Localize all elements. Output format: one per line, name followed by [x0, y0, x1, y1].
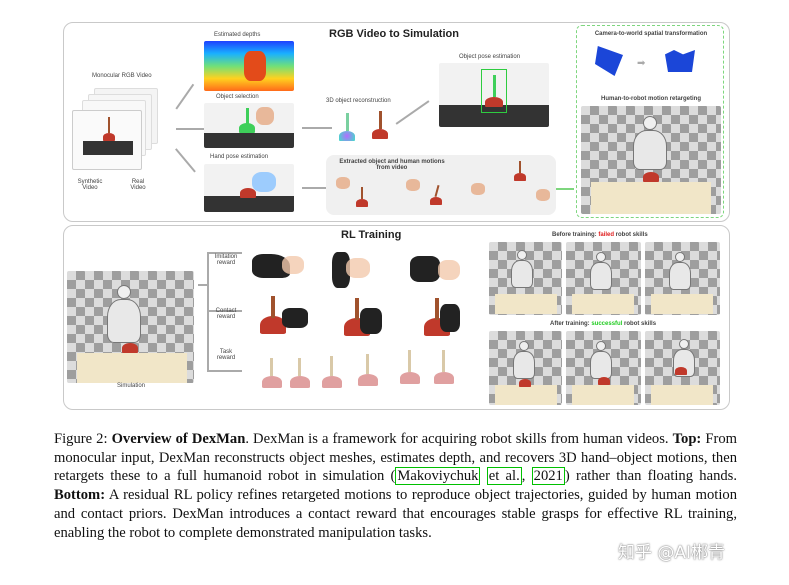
citation-link-year[interactable]: 2021 [531, 467, 565, 486]
simulation-image [67, 271, 194, 383]
caption-text-5: A residual RL policy refines retargeted … [54, 487, 737, 541]
figure-caption: Figure 2: Overview of DexMan. DexMan is … [54, 430, 737, 542]
watermark: 知乎 @AI郴青 [618, 543, 726, 563]
caption-figure-label: Figure 2: [54, 431, 112, 447]
monocular-video-label: Monocular RGB Video [92, 73, 152, 79]
extracted-motions-label: Extracted object and human motions from … [339, 159, 445, 171]
synthetic-video-label: Synthetic Video [77, 179, 103, 191]
object-pose-label: Object pose estimation [459, 54, 521, 60]
top-panel: RGB Video to Simulation Monocular RGB Vi… [63, 22, 730, 222]
caption-top-label: Top: [672, 431, 702, 447]
retargeting-label: Human-to-robot motion retargeting [601, 96, 701, 102]
hand-pose-image [204, 164, 294, 212]
before-training-image-3 [645, 242, 720, 315]
caption-text-4: ) rather than floating hands. [564, 468, 737, 485]
contact-reward-label: Contact reward [215, 308, 237, 320]
before-training-image-2 [566, 242, 641, 315]
task-reward-label: Task reward [216, 349, 236, 361]
after-training-label: After training: successful robot skills [550, 321, 657, 327]
after-training-image-1 [489, 331, 562, 405]
simulation-label: Simulation [117, 383, 146, 389]
bottom-panel: RL Training Simulation Imitation reward … [63, 225, 730, 410]
caption-text-3: , [521, 468, 532, 485]
caption-text-2: From monocular input, DexMan reconstruct… [54, 431, 737, 485]
camera-to-world-label: Camera-to-world spatial transformation [594, 31, 708, 37]
top-panel-title: RGB Video to Simulation [329, 28, 459, 40]
extracted-motions-box: Extracted object and human motions from … [326, 155, 556, 215]
object-selection-image [204, 103, 294, 148]
before-training-image-1 [489, 242, 562, 315]
object-reconstruction-label: 3D object reconstruction [326, 98, 391, 104]
real-video-label: Real Video [130, 179, 146, 191]
imitation-reward-label: Imitation reward [214, 254, 238, 266]
retargeting-box: Camera-to-world spatial transformation ➡… [576, 25, 724, 218]
citation-link-etal[interactable]: et al. [486, 467, 522, 486]
estimated-depths-label: Estimated depths [214, 32, 261, 38]
caption-text-1: . DexMan is a framework for acquiring ro… [245, 431, 673, 447]
citation-link-author[interactable]: Makoviychuk [395, 467, 481, 486]
after-training-image-2 [566, 331, 641, 405]
bottom-panel-title: RL Training [341, 229, 402, 241]
caption-figure-title: Overview of DexMan [111, 431, 246, 447]
object-selection-label: Object selection [216, 94, 259, 100]
after-training-image-3 [645, 331, 720, 405]
object-pose-image [439, 63, 549, 127]
before-training-label: Before training: failed robot skills [552, 232, 648, 238]
retargeting-robot-image [581, 106, 721, 214]
caption-bottom-label: Bottom: [54, 487, 106, 504]
depth-map-image [204, 41, 294, 91]
hand-pose-label: Hand pose estimation [210, 154, 269, 160]
